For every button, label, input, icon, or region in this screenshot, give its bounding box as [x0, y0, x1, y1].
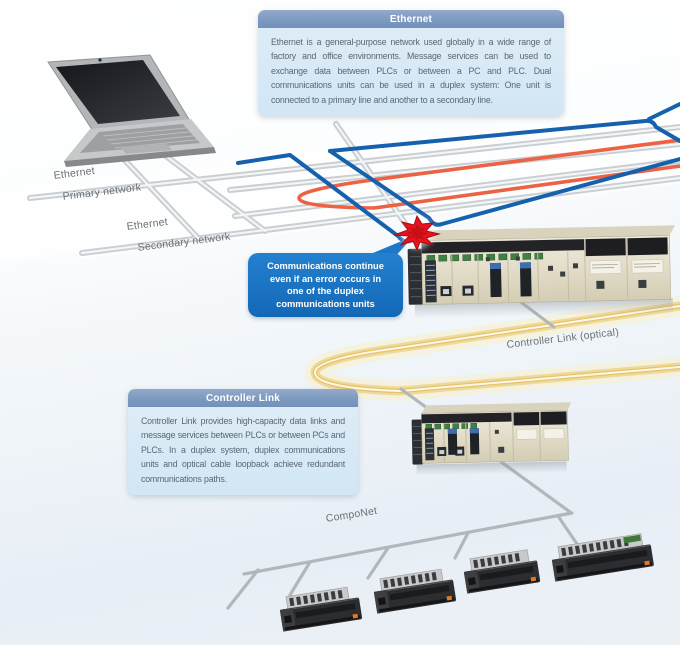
- loopback-cable: [297, 138, 680, 210]
- componet-device-3: [463, 549, 541, 594]
- error-callout-bubble: Communications continue even if an error…: [248, 253, 403, 318]
- componet-branch-1: [288, 560, 312, 597]
- duplex-cable-b-drop: [328, 149, 680, 227]
- laptop: [47, 54, 216, 167]
- error-burst-icon: [393, 214, 441, 252]
- controller-link-info-title: Controller Link: [128, 389, 358, 407]
- ethernet-info-title: Ethernet: [258, 10, 564, 28]
- componet-device-1: [279, 586, 363, 632]
- componet-branch-2: [366, 546, 390, 580]
- componet-branch-3: [453, 531, 470, 560]
- callout-line-2: even if an error occurs in: [269, 273, 382, 284]
- callout-line-3: one of the duplex: [287, 286, 364, 297]
- plc-rack-2: [411, 402, 572, 476]
- componet-device-4: [551, 533, 654, 582]
- controller-link-info-body: Controller Link provides high-capacity d…: [128, 407, 358, 496]
- comm-connector-1: [489, 262, 502, 298]
- duplex-cable-b-top: [328, 118, 680, 153]
- comm-connector-2: [519, 262, 532, 297]
- duplex-cable-corner: [647, 102, 680, 121]
- callout-line-4: communications units: [276, 298, 375, 309]
- callout-line-1: Communications continue: [267, 261, 384, 271]
- componet-left-tail: [226, 568, 260, 610]
- componet-trunk-cable: [242, 511, 574, 576]
- ethernet-trunk-cables: [24, 121, 680, 259]
- plc-rack-1: [407, 225, 676, 319]
- ethernet-info-body: Ethernet is a general-purpose network us…: [258, 28, 564, 117]
- optical-controller-link-loop: [305, 296, 680, 402]
- componet-devices: [279, 533, 654, 632]
- componet-device-2: [373, 568, 457, 614]
- ethernet-info-box: Ethernet Ethernet is a general-purpose n…: [258, 10, 564, 117]
- componet-branch-4: [556, 514, 579, 546]
- controller-link-info-box: Controller Link Controller Link provides…: [128, 389, 358, 496]
